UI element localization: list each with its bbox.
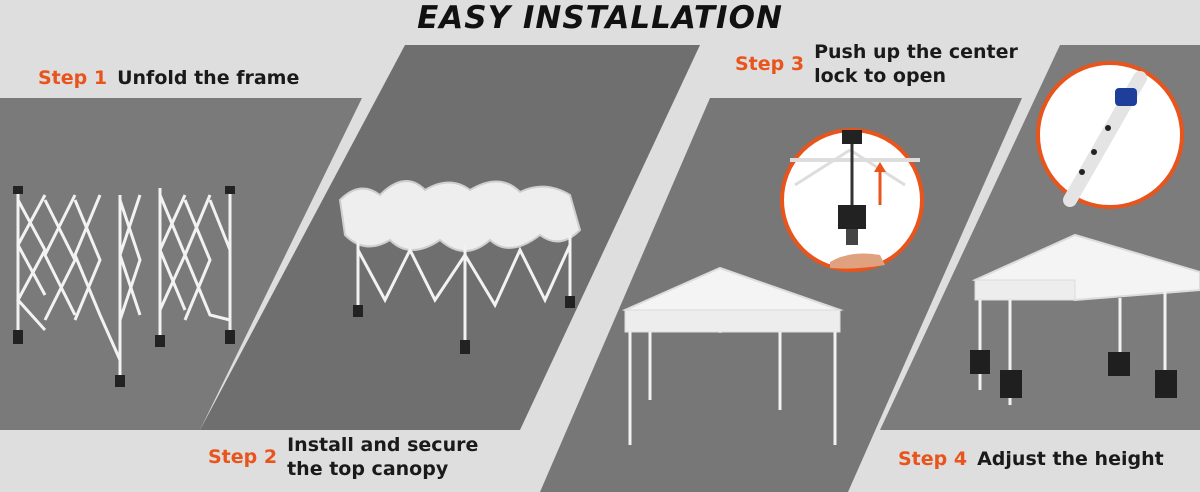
center-lock-detail: [780, 128, 924, 272]
page-title: EASY INSTALLATION: [417, 0, 783, 36]
step-4-label: Step 4 Adjust the height: [898, 447, 1164, 471]
step-1-number: Step 1: [38, 67, 108, 89]
step-2-text-line1: Install and secure: [287, 434, 479, 456]
step-1-text: Unfold the frame: [117, 67, 300, 89]
adjusted-canopy-illustration: [970, 233, 1200, 405]
step-2-text-line2: the top canopy: [287, 458, 449, 480]
step-3-text-line2: lock to open: [814, 65, 946, 87]
step-4-number: Step 4: [898, 448, 968, 470]
step-4-text: Adjust the height: [977, 448, 1164, 470]
step-2-number: Step 2: [208, 446, 278, 468]
folded-frame-illustration: [16, 188, 232, 380]
step-3-text-line1: Push up the center: [814, 41, 1018, 63]
step-3-number: Step 3: [735, 53, 805, 75]
step-1-label: Step 1 Unfold the frame: [38, 66, 299, 90]
height-pin-detail: [1036, 61, 1184, 209]
open-canopy-illustration: [621, 266, 844, 445]
canopy-draped-illustration: [338, 180, 582, 354]
frame-feet: [13, 186, 235, 387]
